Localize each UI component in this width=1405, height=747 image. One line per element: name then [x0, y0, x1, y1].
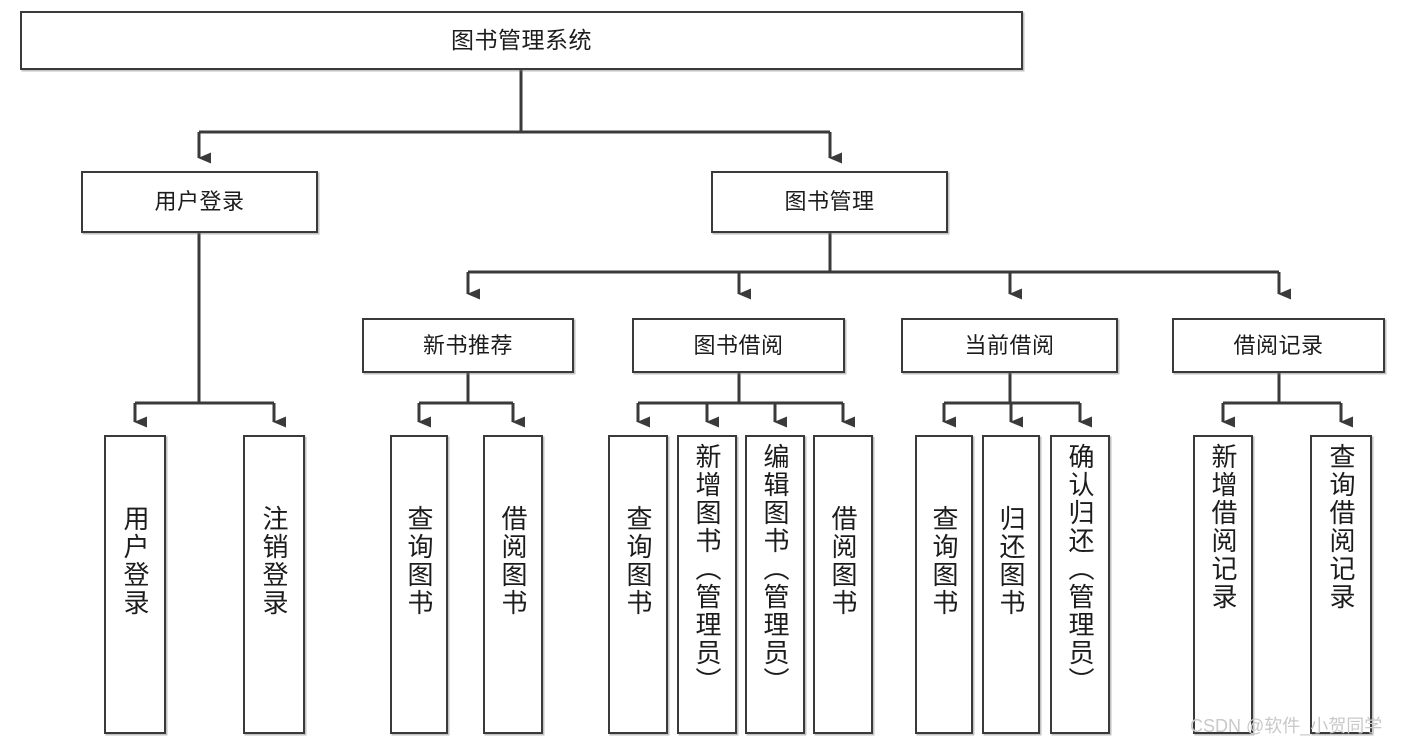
node-label: 用户登录: [120, 505, 150, 617]
node-borrow-record[interactable]: 借阅记录: [1172, 318, 1385, 373]
leaf-edit-book[interactable]: 编辑图书（管理员）: [745, 435, 805, 734]
node-label: 新增图书（管理员）: [692, 443, 722, 695]
node-new-book-recommend[interactable]: 新书推荐: [362, 318, 574, 373]
node-label: 借阅图书: [498, 505, 528, 617]
node-label: 借阅记录: [1233, 332, 1324, 358]
node-label: 新书推荐: [422, 332, 513, 358]
node-label: 归还图书: [996, 505, 1026, 617]
node-current-borrow[interactable]: 当前借阅: [901, 318, 1118, 373]
node-label: 查询图书: [404, 505, 434, 617]
node-label: 查询借阅记录: [1326, 443, 1356, 611]
leaf-query-book-2[interactable]: 查询图书: [608, 435, 668, 734]
leaf-user-login[interactable]: 用户登录: [104, 435, 166, 734]
node-label: 图书管理: [784, 189, 875, 215]
leaf-confirm-return[interactable]: 确认归还（管理员）: [1050, 435, 1110, 734]
node-user-login[interactable]: 用户登录: [81, 171, 318, 233]
leaf-add-book[interactable]: 新增图书（管理员）: [677, 435, 737, 734]
node-book-management-system[interactable]: 图书管理系统: [20, 11, 1023, 70]
leaf-query-book-3[interactable]: 查询图书: [915, 435, 973, 734]
node-label: 借阅图书: [828, 505, 858, 617]
leaf-return-book[interactable]: 归还图书: [982, 435, 1040, 734]
node-label: 用户登录: [154, 189, 245, 215]
node-label: 当前借阅: [964, 332, 1055, 358]
leaf-add-borrow-record[interactable]: 新增借阅记录: [1193, 435, 1253, 734]
leaf-borrow-book-2[interactable]: 借阅图书: [813, 435, 873, 734]
node-book-borrow[interactable]: 图书借阅: [632, 318, 845, 373]
leaf-logout-login[interactable]: 注销登录: [243, 435, 305, 734]
node-label: 图书借阅: [693, 332, 784, 358]
node-book-management[interactable]: 图书管理: [711, 171, 948, 233]
leaf-query-borrow-record[interactable]: 查询借阅记录: [1310, 435, 1372, 734]
node-label: 编辑图书（管理员）: [760, 443, 790, 695]
node-label: 查询图书: [929, 505, 959, 617]
node-label: 注销登录: [259, 505, 289, 617]
node-label: 图书管理系统: [451, 26, 592, 53]
leaf-borrow-book-1[interactable]: 借阅图书: [483, 435, 543, 734]
node-label: 确认归还（管理员）: [1065, 443, 1095, 695]
csdn-watermark: CSDN @软件_小贺同学: [1190, 716, 1383, 736]
node-label: 新增借阅记录: [1208, 443, 1238, 611]
leaf-query-book-1[interactable]: 查询图书: [390, 435, 448, 734]
node-label: 查询图书: [623, 505, 653, 617]
